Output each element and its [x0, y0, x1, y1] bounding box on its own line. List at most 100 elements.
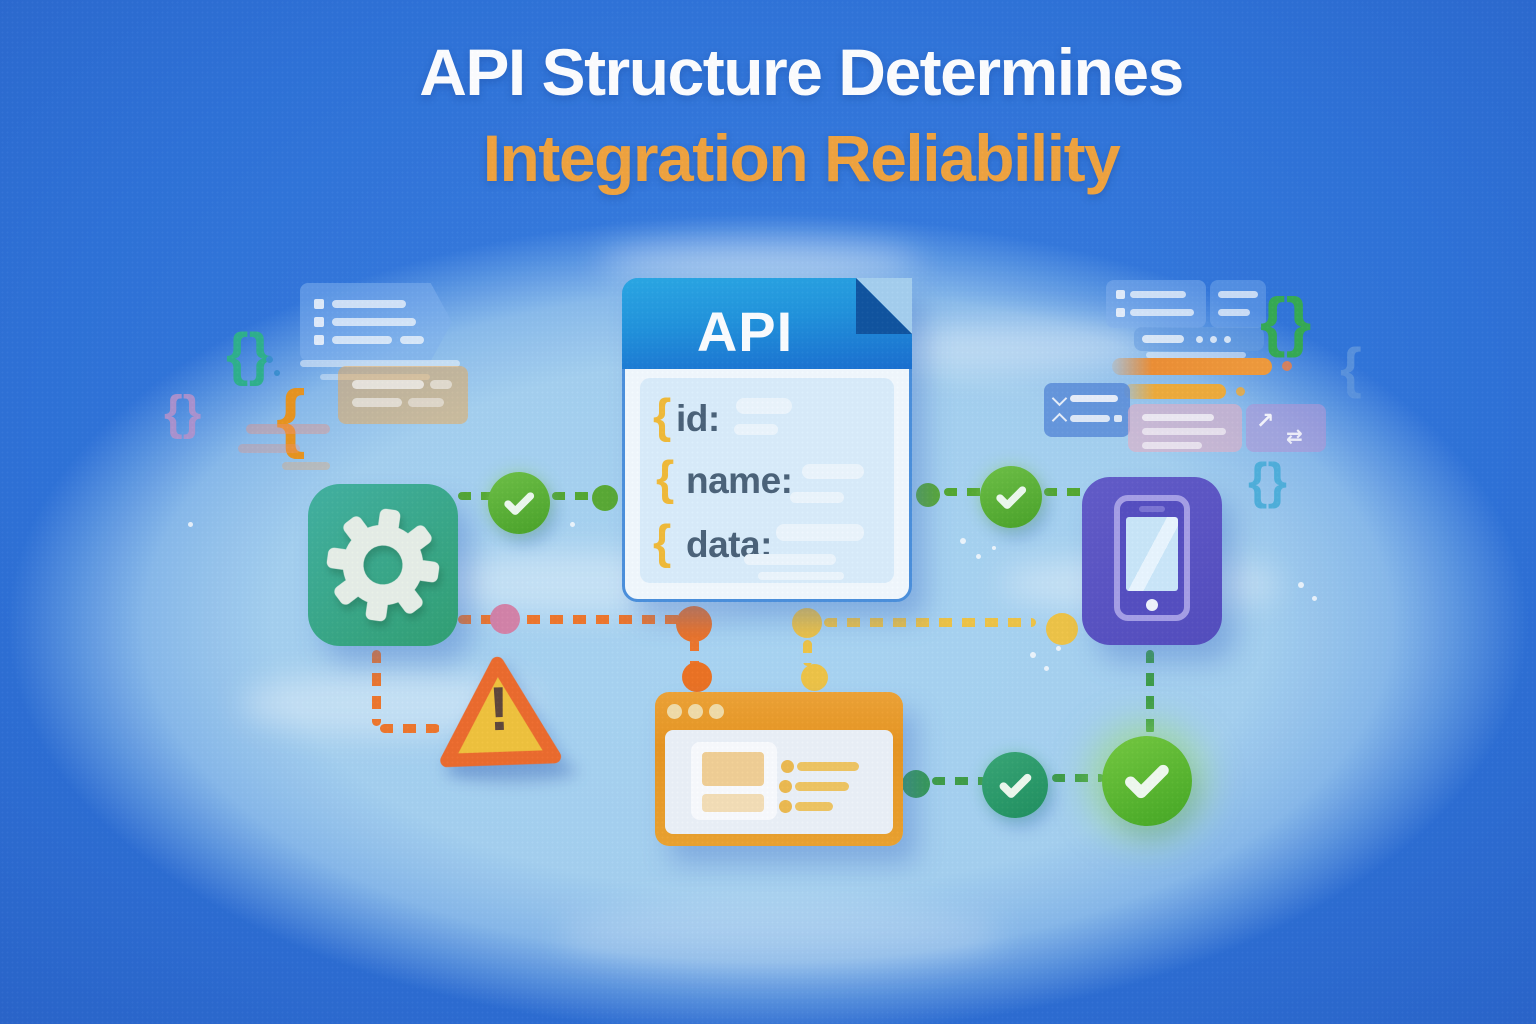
- browser-window: [655, 692, 903, 846]
- connector-yellow: [824, 618, 1036, 627]
- field-value-placeholder: [790, 492, 844, 503]
- connector-orange: [458, 615, 682, 624]
- connector-green: [1146, 650, 1154, 734]
- decor-toolbar: [1134, 327, 1264, 351]
- decor-transform-panel: ↗ ⇄: [1246, 404, 1326, 452]
- phone-home-button: [1146, 599, 1158, 611]
- field-value-placeholder: [758, 572, 844, 580]
- warning-triangle-icon: !: [436, 652, 562, 770]
- cloud-shape: [600, 240, 920, 284]
- list-line: [795, 782, 849, 791]
- connector-node: [676, 606, 712, 642]
- decor-code-panel-left: [300, 283, 452, 361]
- list-line: [797, 762, 859, 771]
- check-icon: [996, 486, 1026, 509]
- list-bullet: [781, 760, 794, 773]
- window-control-dot: [709, 704, 724, 719]
- decor-streak: [282, 462, 330, 470]
- decor-dot: [266, 356, 273, 363]
- code-brace-icon: {}: [1248, 453, 1287, 509]
- browser-content: [665, 730, 893, 834]
- connector-orange: [380, 724, 440, 733]
- sparkle: [1030, 652, 1036, 658]
- decor-dot: [1282, 361, 1292, 371]
- phone-icon: [1114, 495, 1190, 621]
- sparkle: [992, 546, 996, 550]
- check-icon: [504, 492, 534, 515]
- sparkle: [188, 522, 193, 527]
- connector-green: [932, 777, 986, 785]
- decor-progress-pill: [1112, 358, 1272, 375]
- sparkle: [1044, 666, 1049, 671]
- field-brace-icon: {: [653, 515, 672, 568]
- title-line-1: API Structure Determines: [419, 35, 1184, 109]
- check-circle: [980, 466, 1042, 528]
- code-brace-icon: {: [1340, 336, 1362, 399]
- list-line: [795, 802, 833, 811]
- exclamation-mark: !: [487, 674, 511, 745]
- check-circle: [488, 472, 550, 534]
- api-card-title: API: [696, 300, 794, 363]
- field-value-placeholder: [776, 524, 864, 541]
- code-brace-icon: {}: [164, 387, 202, 440]
- connector-node: [801, 664, 828, 691]
- check-circle: [982, 752, 1048, 818]
- content-card: [691, 742, 777, 820]
- decor-line: [1146, 352, 1246, 358]
- cloud-shape: [880, 322, 1150, 372]
- decor-code-panel-blue: [1044, 383, 1130, 437]
- code-brace-icon: {: [276, 375, 306, 460]
- sparkle: [1312, 596, 1317, 601]
- decor-progress-pill: [1124, 384, 1226, 399]
- content-image-placeholder: [702, 794, 764, 812]
- decor-streak: [238, 444, 300, 453]
- title-line-2: Integration Reliability: [482, 121, 1121, 195]
- sparkle: [1056, 646, 1061, 651]
- field-value-placeholder: [734, 424, 778, 435]
- decor-dot: [1236, 387, 1245, 396]
- gear-icon: [326, 508, 440, 622]
- field-brace-icon: {: [656, 451, 675, 504]
- decor-line: [320, 374, 430, 380]
- api-card-body: { id: { name: { data:: [640, 378, 894, 583]
- decor-code-panel-right-a: [1106, 280, 1206, 328]
- field-brace-icon: {: [653, 389, 672, 442]
- code-brace-icon: {}: [1260, 284, 1312, 358]
- decor-code-panel-pink: [1128, 404, 1242, 452]
- list-bullet: [779, 780, 792, 793]
- content-image-placeholder: [702, 752, 764, 786]
- sparkle: [976, 554, 981, 559]
- connector-orange: [690, 638, 699, 668]
- window-control-dot: [667, 704, 682, 719]
- window-control-dot: [688, 704, 703, 719]
- connector-green: [552, 492, 594, 500]
- gear-tile: [308, 484, 458, 646]
- connector-node: [792, 608, 822, 638]
- connector-green: [944, 488, 984, 496]
- sparkle: [570, 522, 575, 527]
- connector-yellow: [803, 640, 812, 666]
- api-document-card: API { id: { name: { data:: [622, 278, 912, 602]
- sparkle: [960, 538, 966, 544]
- phone-speaker: [1139, 506, 1165, 512]
- connector-green: [458, 492, 494, 500]
- field-value-placeholder: [744, 554, 836, 565]
- decor-streak: [246, 424, 330, 434]
- check-circle-large: [1102, 736, 1192, 826]
- connector-node: [592, 485, 618, 511]
- decor-code-panel-orange: [338, 366, 468, 424]
- list-bullet: [779, 800, 792, 813]
- swap-arrow-icon: ⇄: [1286, 426, 1303, 448]
- connector-orange: [372, 650, 381, 726]
- connector-node: [490, 604, 520, 634]
- decor-dot: [274, 370, 280, 376]
- connector-green: [1052, 774, 1104, 782]
- decor-line: [300, 360, 460, 367]
- check-icon: [1125, 764, 1169, 799]
- connector-green: [1044, 488, 1084, 496]
- check-icon: [999, 773, 1031, 798]
- code-brace-icon: {}: [226, 322, 272, 387]
- connector-node: [682, 662, 712, 692]
- field-label-name: name:: [686, 460, 793, 501]
